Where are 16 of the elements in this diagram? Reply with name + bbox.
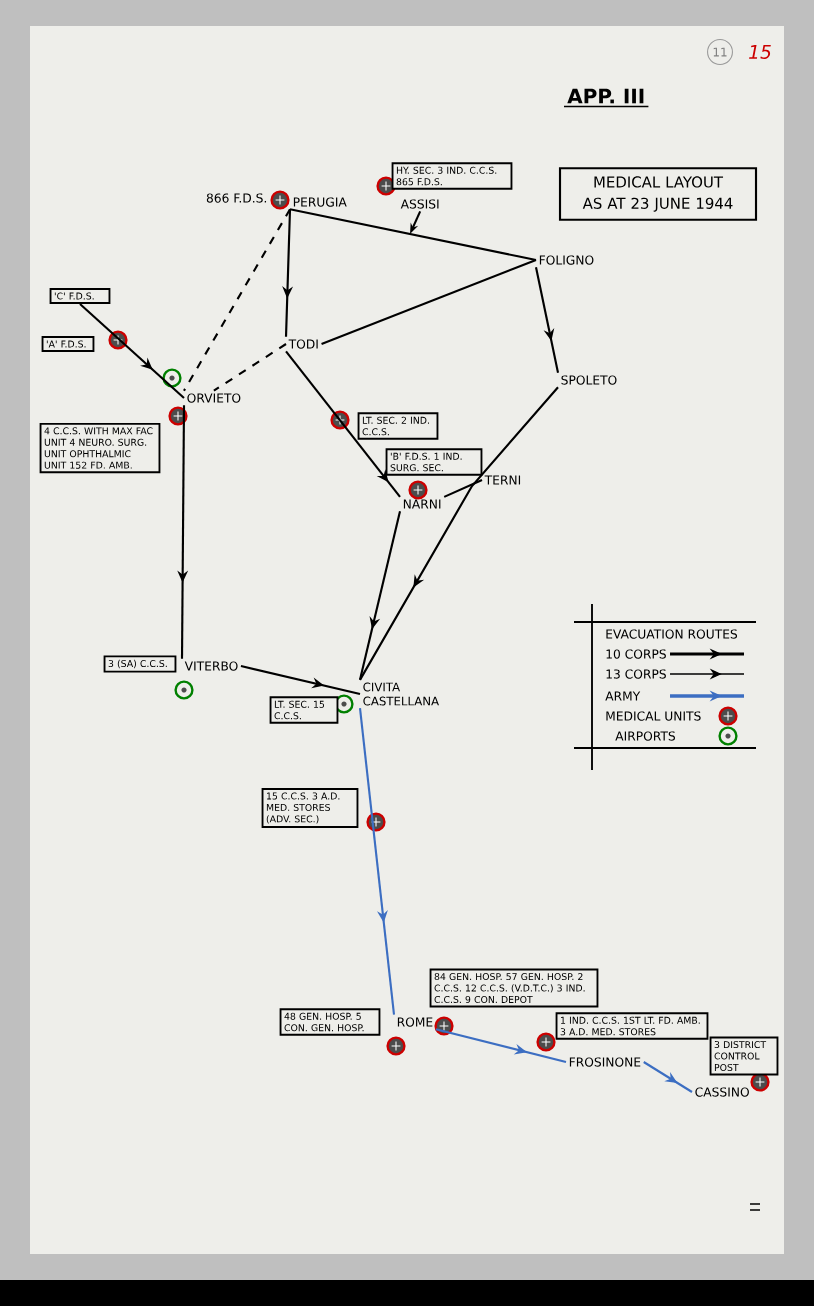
route-line <box>321 259 537 345</box>
route-line <box>358 510 402 681</box>
route-line <box>285 350 401 498</box>
route-line <box>435 1028 567 1064</box>
route-line <box>289 208 537 262</box>
route-line <box>534 267 560 373</box>
route-line <box>183 208 291 392</box>
route-line <box>213 343 287 392</box>
route-line <box>358 708 396 1015</box>
route-line <box>359 386 559 681</box>
title: APP. III <box>563 88 650 108</box>
route-line <box>240 664 361 696</box>
page-number: 15 <box>749 45 771 59</box>
route-line <box>79 303 185 399</box>
route-line <box>443 479 483 498</box>
route-line <box>643 1061 693 1093</box>
